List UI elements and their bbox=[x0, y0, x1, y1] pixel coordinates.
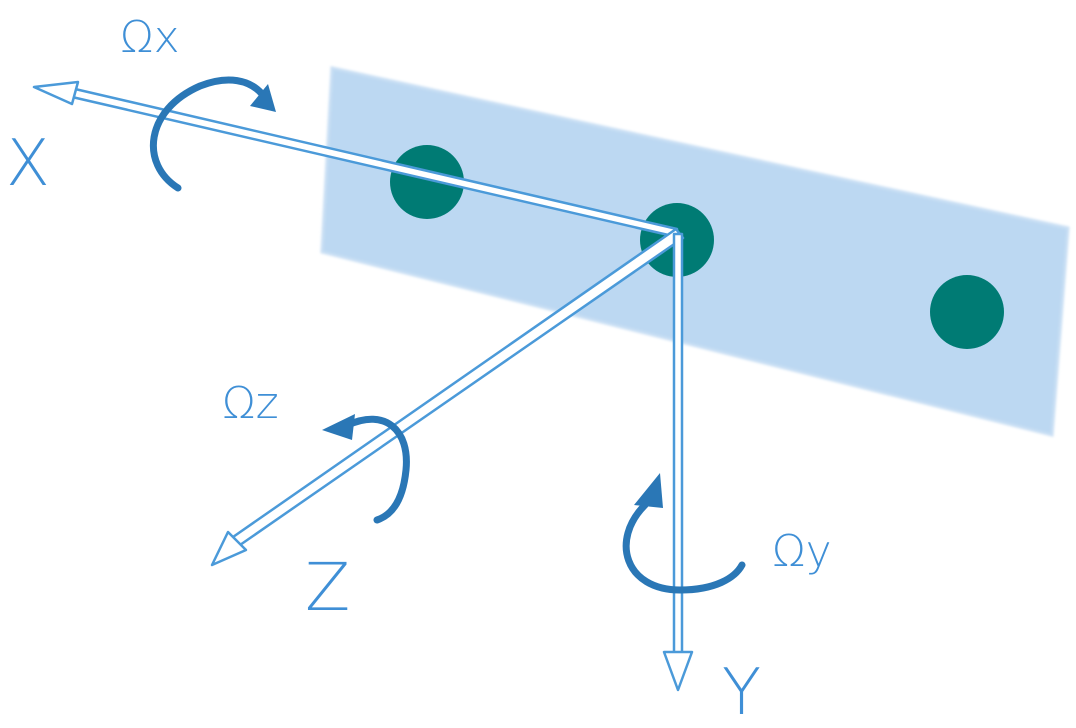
z-rotation-label: Ωz bbox=[222, 378, 279, 429]
rotation-y-arrow-icon bbox=[622, 473, 746, 594]
y-axis-arrowhead bbox=[662, 650, 694, 692]
rotation-x-arrow-icon bbox=[150, 76, 276, 192]
x-axis-arrowhead bbox=[32, 80, 80, 106]
y-rotation-label: Ωy bbox=[772, 526, 832, 577]
marker-right bbox=[930, 275, 1004, 349]
z-axis-arrowhead bbox=[210, 530, 248, 567]
y-axis-label: Y bbox=[722, 656, 761, 728]
y-axis bbox=[662, 232, 694, 692]
x-rotation-label: Ωx bbox=[120, 12, 180, 63]
rotation-z-arrow-icon bbox=[322, 414, 410, 524]
marker-left bbox=[390, 145, 464, 219]
x-axis-label: X bbox=[6, 127, 50, 201]
z-axis-label: Z bbox=[305, 549, 350, 626]
